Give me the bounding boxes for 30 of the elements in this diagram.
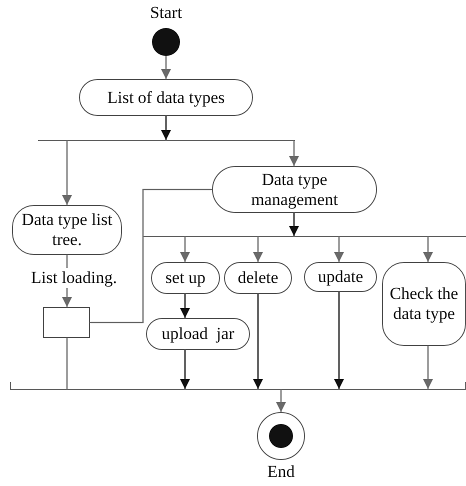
activity-box: Data type management	[212, 166, 377, 213]
arrow	[161, 116, 171, 140]
activity-box: Check the data type	[382, 262, 466, 346]
activity-box: update	[304, 262, 377, 292]
activity-box: set up	[151, 262, 220, 294]
arrow	[180, 236, 190, 262]
arrow	[180, 294, 190, 318]
arrow	[289, 140, 299, 166]
activity-box: delete	[224, 262, 292, 294]
activity-box: List of data types	[79, 79, 253, 116]
arrow	[289, 213, 299, 236]
activity-box: Data type list tree.	[12, 205, 122, 255]
arrow	[334, 236, 344, 262]
arrow	[423, 236, 433, 262]
arrow	[253, 236, 263, 262]
object-box	[43, 307, 90, 338]
arrow	[180, 350, 190, 389]
arrow	[276, 389, 286, 412]
arrow	[62, 140, 72, 205]
activity-box: upload jar	[146, 318, 250, 350]
arrow	[253, 294, 263, 389]
arrow	[334, 292, 344, 389]
node-caption: Start	[150, 3, 182, 23]
node-caption: End	[267, 462, 295, 482]
fork-bar	[10, 382, 466, 390]
end-node	[257, 412, 305, 460]
arrow	[161, 56, 171, 79]
edge-label: List loading.	[30, 268, 118, 288]
arrow	[423, 346, 433, 389]
start-node	[152, 28, 180, 56]
